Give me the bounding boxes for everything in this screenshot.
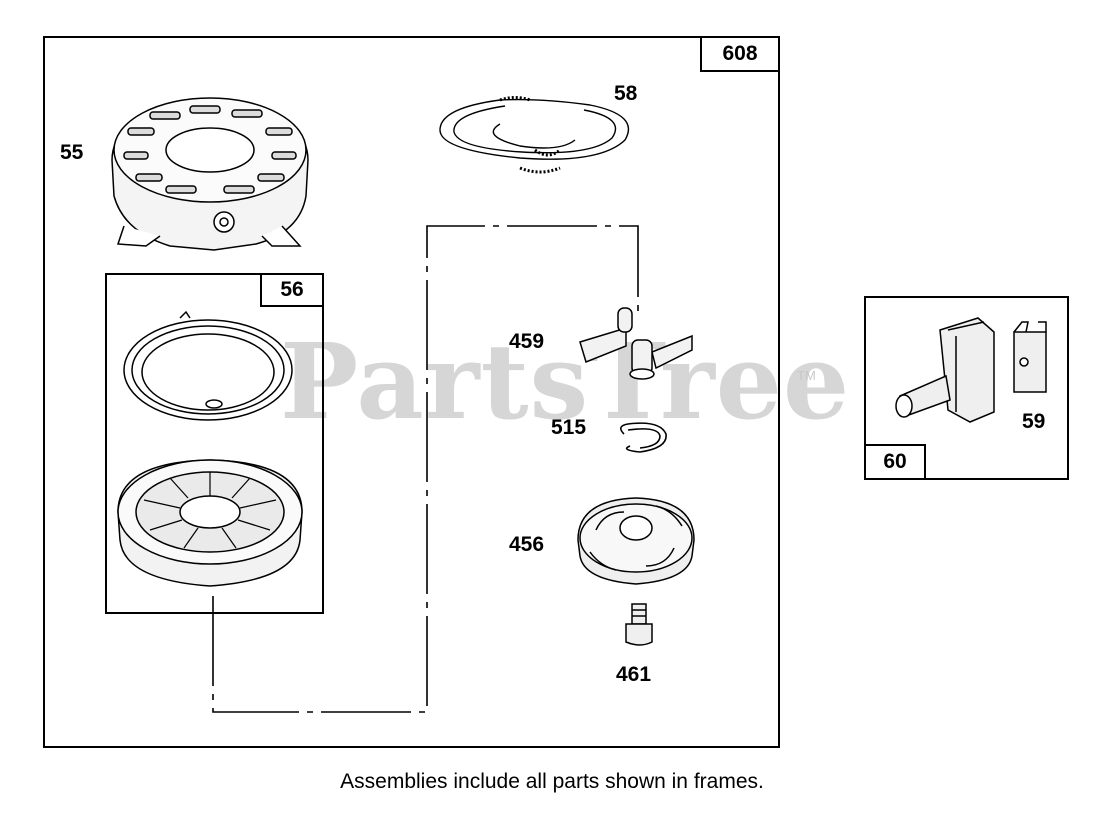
starter-pulley-drawing — [117, 459, 303, 587]
starter-rope-drawing — [439, 96, 630, 174]
retainer-ring-drawing — [620, 422, 667, 453]
sub-assembly-tag: 56 — [260, 273, 324, 307]
ratchet-drawing — [577, 497, 695, 585]
part-label-55: 55 — [60, 141, 84, 164]
recoil-spring-drawing — [123, 310, 293, 421]
part-label-515: 515 — [551, 416, 587, 439]
diagram-caption: Assemblies include all parts shown in fr… — [340, 770, 764, 793]
part-label-58: 58 — [614, 82, 638, 105]
assembly-connector-lines — [212, 225, 639, 713]
part-label-456: 456 — [509, 533, 545, 556]
shoulder-screw-drawing — [625, 603, 653, 646]
part-label-59: 59 — [1022, 410, 1046, 433]
side-assembly-frame — [864, 296, 1069, 480]
grip-insert-drawing — [1013, 321, 1047, 393]
starter-grip-drawing — [895, 317, 995, 423]
recoil-housing-drawing — [111, 97, 309, 251]
parts-tree-watermark: PartsTree — [280, 320, 851, 443]
side-assembly-tag: 60 — [864, 444, 926, 480]
starter-pawl-drawing — [579, 307, 693, 380]
part-label-461: 461 — [616, 663, 652, 686]
trademark-mark: TM — [797, 368, 816, 383]
main-assembly-frame — [43, 36, 780, 748]
part-label-459: 459 — [509, 330, 545, 353]
main-assembly-tag: 608 — [700, 36, 780, 72]
sub-assembly-frame — [105, 273, 324, 614]
